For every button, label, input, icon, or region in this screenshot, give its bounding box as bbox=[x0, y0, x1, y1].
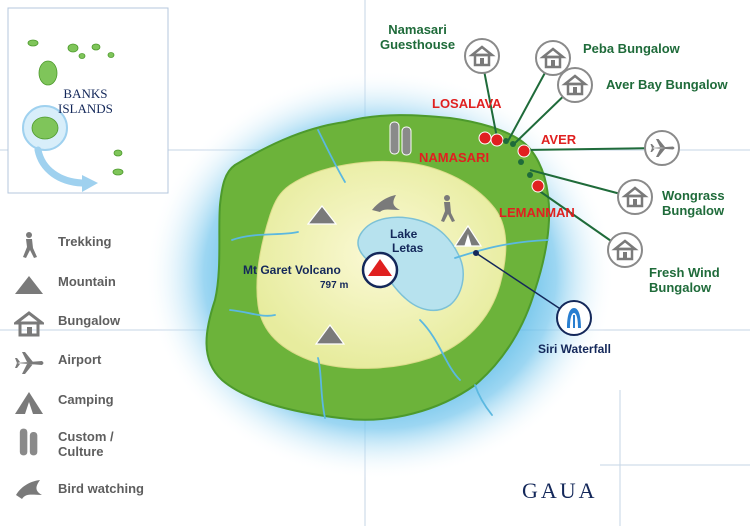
waterfall-icon bbox=[556, 300, 592, 336]
label-lake-line2: Letas bbox=[392, 241, 424, 255]
label-losalava: LOSALAVA bbox=[432, 96, 502, 111]
legend-label: Camping bbox=[58, 392, 114, 407]
trekking-icon bbox=[23, 232, 37, 258]
legend-item-trekking: Trekking bbox=[14, 230, 214, 260]
bungalow-icon bbox=[14, 311, 44, 337]
inset-title-line1: BANKS bbox=[63, 86, 108, 101]
bird-icon-map bbox=[372, 195, 400, 212]
trekking-icon-map bbox=[441, 195, 455, 222]
legend-label: Bird watching bbox=[58, 481, 144, 496]
camping-icon bbox=[15, 392, 43, 414]
map-title: GAUA bbox=[522, 478, 598, 503]
label-peba-bungalow: Peba Bungalow bbox=[583, 41, 680, 56]
label-fresh-wind-bungalow: Fresh Wind Bungalow bbox=[649, 265, 720, 295]
legend-item-mountain: Mountain bbox=[14, 270, 214, 300]
airport-icon bbox=[15, 352, 44, 374]
banks-islands-inset bbox=[7, 7, 169, 194]
bird-icon bbox=[16, 480, 42, 499]
label-lake-letas: Lake Letas bbox=[384, 227, 423, 255]
legend-label: Mountain bbox=[58, 274, 116, 289]
legend-label: Bungalow bbox=[58, 313, 121, 328]
custom-culture-icon bbox=[19, 428, 38, 456]
mountain-icon bbox=[15, 276, 43, 294]
legend-label: Custom / Culture bbox=[58, 429, 114, 459]
legend-item-bird-watching: Bird watching bbox=[14, 477, 214, 507]
legend-item-bungalow: Bungalow bbox=[14, 309, 214, 339]
label-wongrass-bungalow: Wongrass Bungalow bbox=[662, 188, 725, 218]
label-aver-bay-bungalow: Aver Bay Bungalow bbox=[606, 77, 728, 92]
bungalow-icon-fresh-wind bbox=[607, 232, 643, 268]
inset-title: BANKS ISLANDS bbox=[58, 86, 113, 116]
label-volcano-height: 797 m bbox=[320, 280, 349, 291]
bungalow-icon-wongrass bbox=[617, 179, 653, 215]
waterfall-connector bbox=[475, 252, 572, 317]
airport-icon-aver bbox=[644, 130, 680, 166]
label-namasari-guesthouse: Namasari Guesthouse bbox=[380, 22, 456, 52]
legend-item-camping: Camping bbox=[14, 388, 214, 418]
inset-title-line2: ISLANDS bbox=[58, 101, 113, 116]
legend-label: Trekking bbox=[58, 234, 112, 249]
label-siri-waterfall: Siri Waterfall bbox=[538, 342, 611, 356]
label-namasari: NAMASARI bbox=[419, 150, 490, 165]
village-markers bbox=[478, 131, 545, 193]
custom-culture-icon-map bbox=[389, 121, 412, 156]
rivers bbox=[229, 129, 549, 419]
volcano-icon bbox=[361, 251, 399, 289]
mountain-icon-north bbox=[306, 205, 338, 225]
camping-icon-map bbox=[453, 224, 483, 247]
label-lemanman: LEMANMAN bbox=[499, 205, 575, 220]
waterfall-marker bbox=[473, 250, 479, 256]
legend-label: Airport bbox=[58, 352, 102, 367]
label-lake-line1: Lake bbox=[390, 227, 418, 241]
mountain-icon-south bbox=[314, 323, 346, 345]
label-mt-garet-volcano: Mt Garet Volcano bbox=[243, 263, 341, 277]
label-aver: AVER bbox=[541, 132, 577, 147]
bungalow-icon-aver-bay bbox=[557, 67, 593, 103]
bungalow-icon-namasari-guesthouse bbox=[464, 38, 500, 74]
legend-item-airport: Airport bbox=[14, 348, 214, 378]
legend-item-custom-culture: Custom / Culture bbox=[14, 427, 214, 463]
